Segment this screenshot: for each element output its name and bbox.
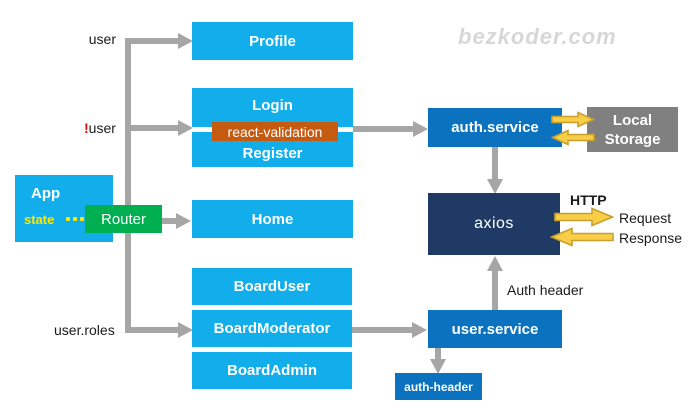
edge-userservice-authheader-arrowhead-icon: [430, 359, 446, 374]
edge-authservice-axios-line: [492, 147, 498, 180]
node-board-user: BoardUser: [192, 268, 352, 305]
node-board-admin: BoardAdmin: [192, 352, 352, 389]
edge-notuser-line: [129, 125, 179, 131]
edge-userservice-axios-line: [492, 269, 498, 310]
http-request-arrow-icon: [554, 207, 614, 227]
state-dotted-arrow-dot: [73, 217, 77, 221]
label-user-roles: user.roles: [54, 322, 115, 338]
http-response-arrow-icon: [550, 227, 614, 247]
state-dotted-arrow-dot: [66, 217, 70, 221]
node-user-service: user.service: [428, 310, 562, 348]
edge-board-userservice-arrowhead-icon: [412, 322, 427, 338]
label-auth-header: Auth header: [507, 282, 584, 298]
watermark: bezkoder.com: [458, 24, 617, 49]
edge-authservice-axios-arrowhead-icon: [487, 179, 503, 194]
edge-userservice-authheader-line: [435, 348, 441, 362]
edge-router-home-line: [162, 218, 178, 224]
edge-notuser-arrowhead-icon: [178, 120, 193, 136]
node-board-moderator: BoardModerator: [192, 310, 352, 347]
node-auth-header: auth-header: [395, 373, 482, 400]
login-connector-white-right: [336, 127, 353, 132]
storage-read-arrow-icon: [551, 129, 595, 146]
label-response: Response: [619, 230, 683, 246]
edge-board-userservice-line: [352, 327, 413, 333]
node-local-storage: Local Storage: [587, 107, 678, 152]
node-app-state-label: state: [24, 212, 55, 227]
label-not-user-text: user: [88, 120, 116, 136]
node-router: Router: [85, 205, 162, 233]
label-user: user: [88, 31, 116, 47]
local-storage-line1: Local: [612, 111, 653, 129]
node-auth-service: auth.service: [428, 108, 562, 147]
edge-router-home-arrowhead-icon: [176, 213, 191, 229]
storage-write-arrow-icon: [551, 111, 595, 128]
edge-userroles-line: [125, 327, 180, 333]
node-home: Home: [192, 200, 353, 238]
node-app-title: App: [31, 185, 61, 202]
node-login-label: Login: [252, 96, 293, 114]
label-http: HTTP: [570, 192, 607, 208]
label-not-user-bang: !: [84, 120, 89, 136]
label-request: Request: [619, 210, 672, 226]
label-not-user: !user: [84, 120, 116, 136]
node-react-validation: react-validation: [212, 122, 338, 141]
edge-user-line: [125, 38, 180, 44]
edge-userservice-axios-arrowhead-icon: [487, 256, 503, 271]
local-storage-line2: Storage: [604, 130, 661, 148]
node-profile: Profile: [192, 22, 353, 60]
edge-userroles-arrowhead-icon: [178, 322, 193, 338]
edge-user-arrowhead-icon: [178, 33, 193, 49]
state-dotted-arrow-dot: [80, 217, 84, 221]
node-axios: axios: [428, 193, 560, 255]
router-trunk-line: [125, 38, 131, 333]
node-register-label: Register: [242, 144, 303, 162]
edge-login-authservice-line: [353, 126, 414, 132]
edge-login-authservice-arrowhead-icon: [413, 121, 428, 137]
login-connector-white-left: [192, 127, 214, 132]
